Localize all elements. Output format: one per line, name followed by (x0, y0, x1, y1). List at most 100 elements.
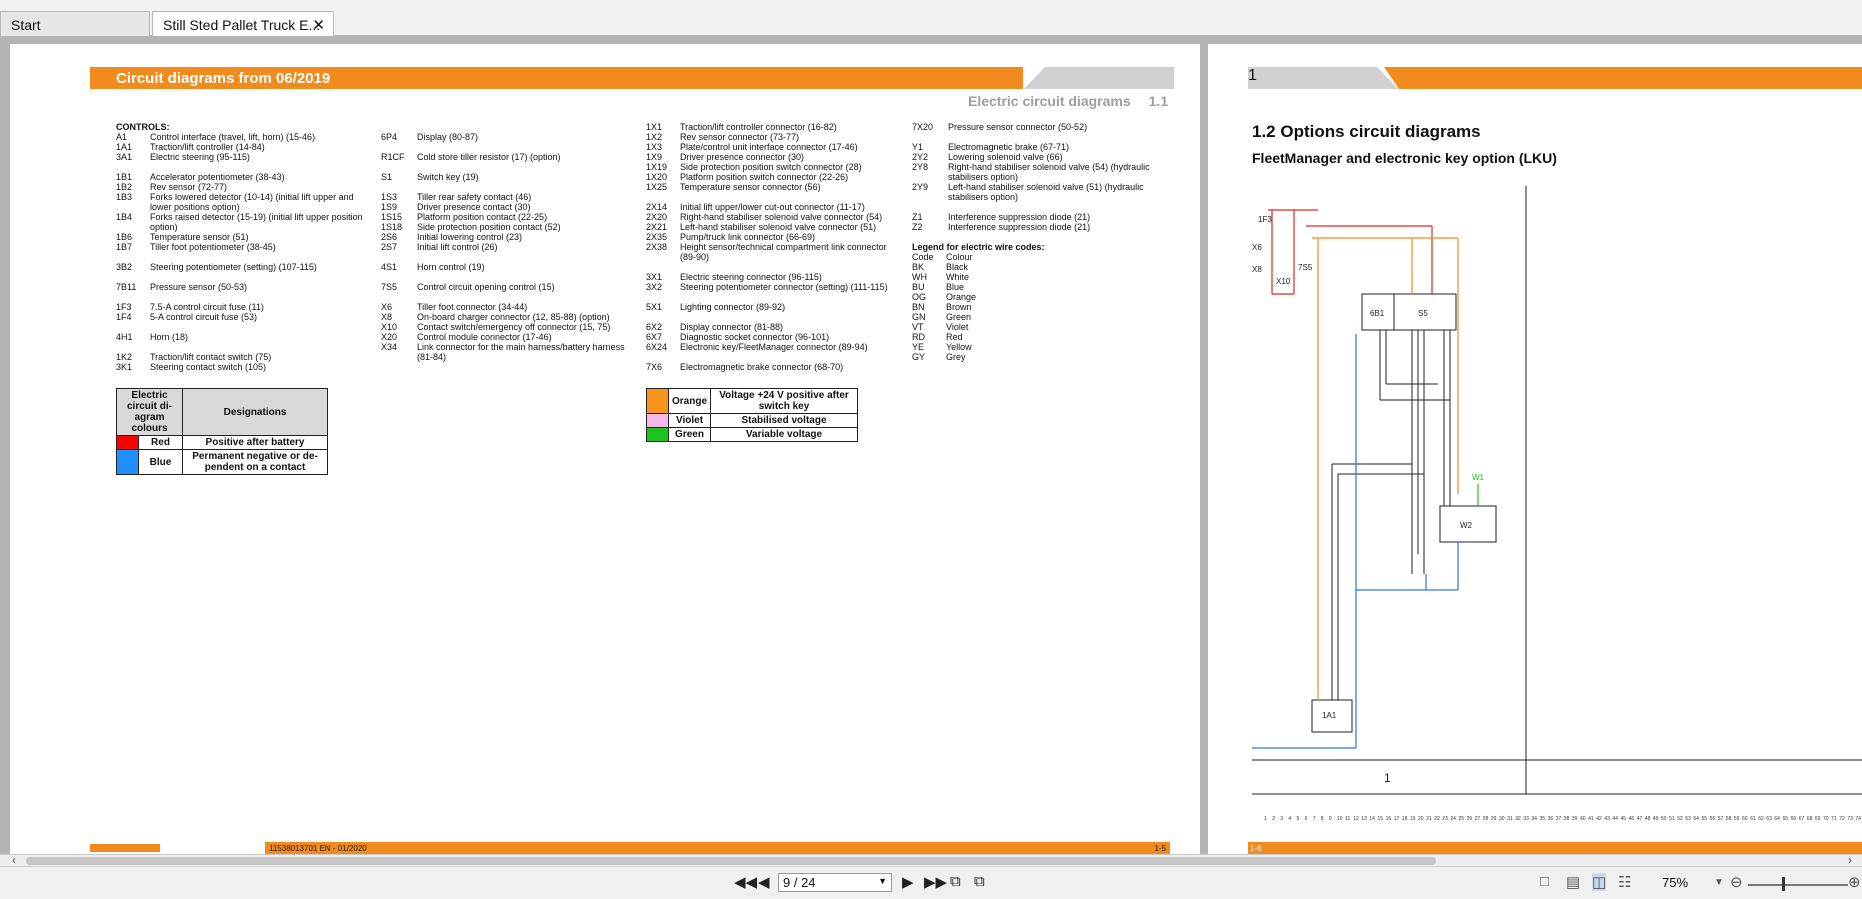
chevron-down-icon[interactable]: ▼ (1714, 877, 1724, 888)
zoom-in-icon[interactable]: ⊕ (1848, 874, 1861, 891)
zoom-level[interactable]: 75% (1662, 875, 1689, 890)
component-item: 1B7 Tiller foot potentiometer (38-45) (116, 242, 374, 252)
component-description: Temperature sensor (51) (150, 232, 249, 242)
ruler-tick-label: 55 (1702, 816, 1708, 822)
component-code: 2X38 (646, 242, 668, 252)
component-code: 5X1 (646, 302, 663, 312)
ruler-tick-label: 62 (1758, 816, 1764, 822)
tab-label: Still Sted Pallet Truck E... (163, 17, 321, 33)
component-code: 1B7 (116, 242, 133, 252)
spacer (116, 162, 374, 172)
component-code: Z1 (912, 212, 923, 222)
previous-page-icon[interactable]: ◀ (758, 874, 770, 891)
zoom-slider[interactable] (1748, 884, 1848, 886)
wire-code: VT (912, 322, 924, 332)
zoom-slider-handle[interactable] (1782, 877, 1785, 891)
spacer (646, 352, 904, 362)
wire-colour: Black (946, 262, 969, 272)
ruler-tick-label: 32 (1515, 816, 1521, 822)
two-page-continuous-icon[interactable]: ☷ (1618, 874, 1632, 891)
component-code: 6X2 (646, 322, 663, 332)
continuous-page-icon[interactable]: ▤ (1566, 874, 1581, 891)
ruler-tick-label: 34 (1531, 816, 1537, 822)
ruler-tick-label: 42 (1596, 816, 1602, 822)
single-page-icon[interactable]: □ (1540, 873, 1550, 890)
back-view-icon[interactable]: ⧉ (950, 873, 961, 890)
page-number-input[interactable]: 9 / 24▼ (778, 873, 892, 892)
label-7s5: 7S5 (1298, 263, 1313, 272)
colour-swatch (646, 427, 669, 442)
component-code: 2Y2 (912, 152, 929, 162)
footer-doc-number: 11538013701 EN - 01/2020 (269, 844, 367, 853)
colour-name: Violet (667, 413, 712, 428)
scrollbar-thumb[interactable] (26, 857, 1436, 865)
forward-view-icon[interactable]: ⧉ (974, 873, 985, 890)
page-header-title: Circuit diagrams from 06/2019 (116, 70, 331, 87)
tab-start[interactable]: Start (0, 11, 150, 36)
ruler-tick-label: 8 (1321, 816, 1324, 822)
component-description: Forks lowered detector (10-14) (initial … (150, 192, 354, 212)
colour-designation: Voltage +24 V positive after switch key (710, 388, 858, 414)
scroll-left-icon[interactable]: ‹ (12, 853, 16, 867)
ruler-tick-label: 2 (1272, 816, 1275, 822)
document-viewer[interactable]: Circuit diagrams from 06/2019 1 Electric… (0, 36, 1862, 854)
component-description: Display (80-87) (417, 132, 479, 142)
component-code: X6 (381, 302, 393, 312)
ruler-tick-label: 35 (1540, 816, 1546, 822)
close-icon[interactable]: ✕ (312, 17, 325, 34)
ruler-tick-label: 51 (1669, 816, 1675, 822)
still-logo (90, 844, 160, 852)
colour-swatch (646, 413, 669, 428)
status-bar: ◀◀ ◀ 9 / 24▼ ▶ ▶▶ ⧉ ⧉ □ ▤ ◫ ☷ 75% ▼ ⊖ ⊕ (0, 866, 1862, 899)
component-code: 3X1 (646, 272, 663, 282)
ruler-tick-label: 12 (1353, 816, 1359, 822)
horizontal-scrollbar[interactable]: ‹ › (0, 853, 1862, 867)
spacer (116, 252, 374, 262)
component-code: 2S7 (381, 242, 398, 252)
component-description: Height sensor/technical compartment link… (680, 242, 887, 262)
colour-name: Orange (667, 388, 712, 414)
component-description: Steering contact switch (105) (150, 362, 267, 372)
ruler-tick-label: 13 (1361, 816, 1367, 822)
table-header: Designations (182, 388, 328, 436)
component-description: Rev sensor connector (73-77) (680, 132, 800, 142)
next-page-icon[interactable]: ▶ (902, 874, 914, 891)
component-code: 4H1 (116, 332, 133, 342)
component-description: Pressure sensor connector (50-52) (948, 122, 1088, 132)
zoom-out-icon[interactable]: ⊖ (1730, 874, 1743, 891)
component-description: Tiller foot potentiometer (38-45) (150, 242, 276, 252)
component-description: Traction/lift contact switch (75) (150, 352, 272, 362)
page-header-bar (1384, 67, 1862, 89)
ruler-tick-label: 72 (1839, 816, 1845, 822)
chevron-down-icon[interactable]: ▼ (878, 876, 887, 886)
ruler-tick-label: 33 (1523, 816, 1529, 822)
component-code: 1X25 (646, 182, 668, 192)
component-description: Platform position switch connector (22-2… (680, 172, 849, 182)
scroll-right-icon[interactable]: › (1848, 853, 1852, 867)
last-page-icon[interactable]: ▶▶ (924, 874, 948, 891)
two-page-icon[interactable]: ◫ (1592, 873, 1607, 891)
spacer (381, 252, 639, 262)
ruler-tick-label: 71 (1831, 816, 1837, 822)
ruler-tick-label: 7 (1313, 816, 1316, 822)
first-page-icon[interactable]: ◀◀ (734, 874, 758, 891)
tab-document[interactable]: Still Sted Pallet Truck E...✕ (152, 11, 334, 37)
